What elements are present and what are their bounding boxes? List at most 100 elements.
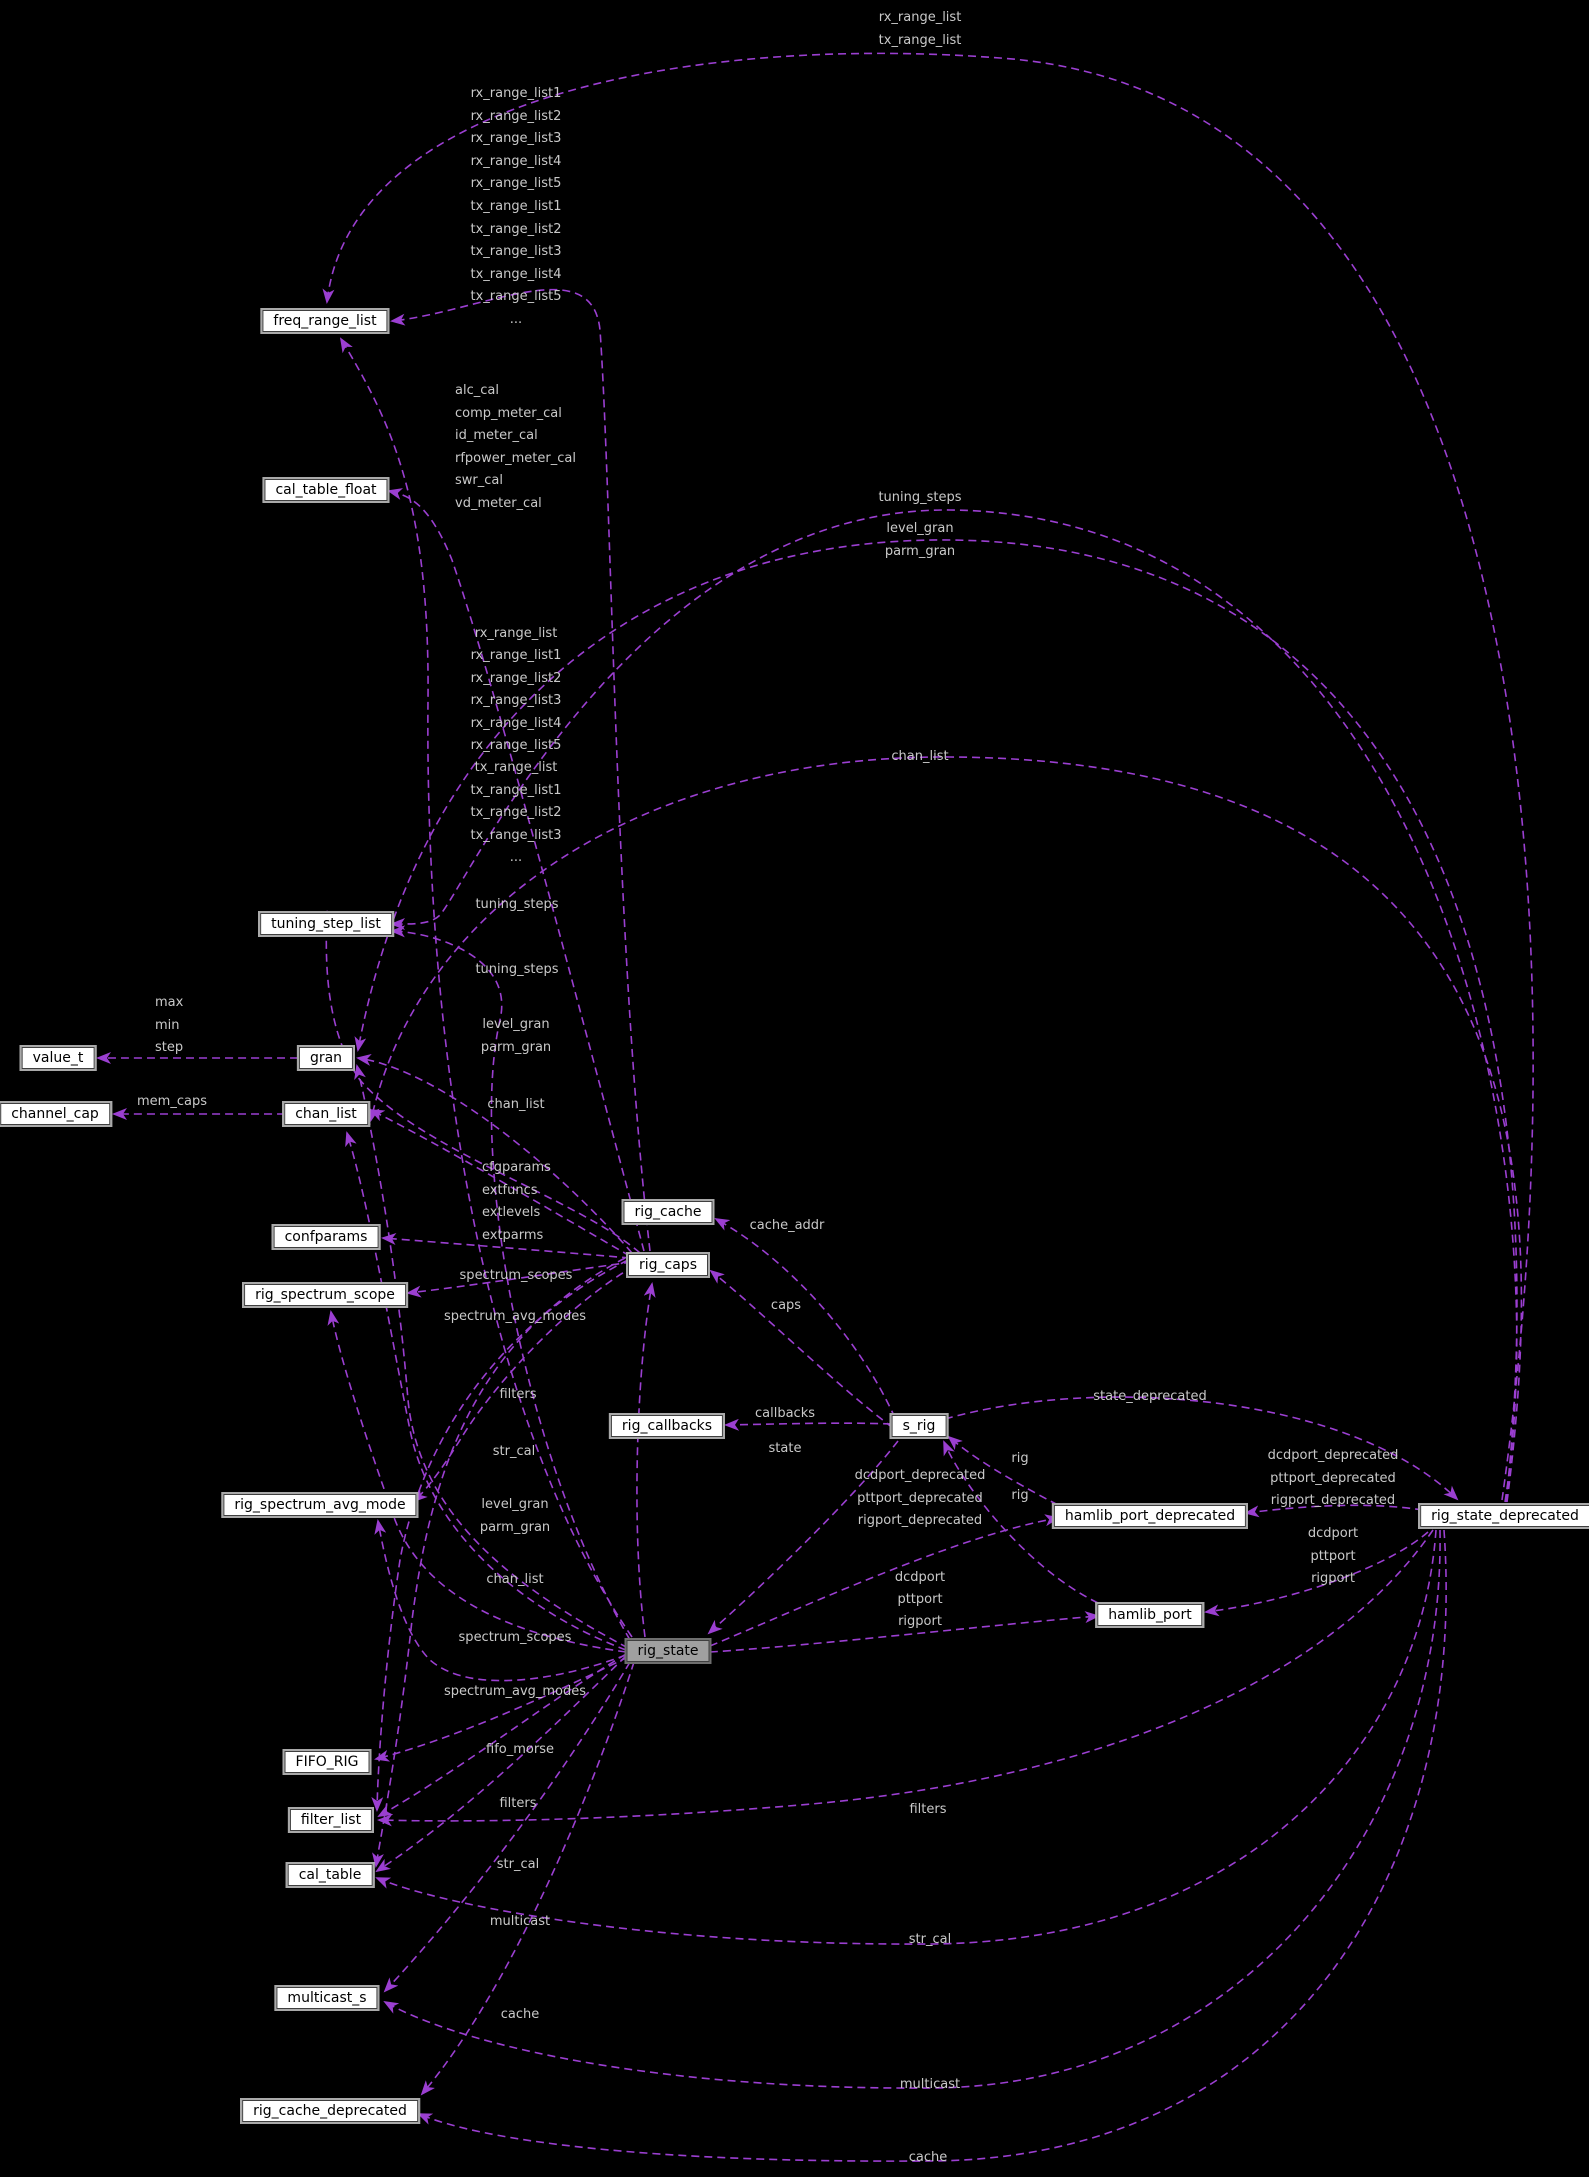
edge-label-multicast-state: multicast <box>489 1913 551 1929</box>
node-freq-range-list[interactable]: freq_range_list <box>260 308 390 334</box>
edge-rig-state-deprecated-to-rig-cache-deprecated <box>417 1529 1447 2162</box>
edge-label-filters-state: filters <box>499 1795 537 1811</box>
edge-rig-state-deprecated-to-hamlib-port <box>1204 1531 1429 1617</box>
node-fifo-rig[interactable]: FIFO_RIG <box>282 1749 372 1775</box>
node-rig-state[interactable]: rig_state <box>624 1638 712 1664</box>
edge-label-gran-deprecated: level_gran parm_gran <box>884 521 956 559</box>
edge-label-tuning-steps-caps: tuning_steps <box>475 896 559 912</box>
node-rig-callbacks[interactable]: rig_callbacks <box>608 1413 726 1439</box>
edge-rig-caps-to-gran <box>356 1053 633 1254</box>
edge-rig-state-to-freq-range-list <box>339 337 633 1638</box>
edge-rig-state-deprecated-to-multicast-s <box>383 1529 1441 2089</box>
edge-rig-state-to-fifo-rig <box>374 1656 629 1762</box>
node-channel-cap[interactable]: channel_cap <box>0 1101 112 1127</box>
edge-label-ports-deprecated-right: dcdport_deprecated pttport_deprecated ri… <box>1267 1448 1399 1509</box>
edge-s-rig-to-rig-caps <box>709 1269 894 1429</box>
node-confparams[interactable]: confparams <box>271 1224 381 1250</box>
node-s-rig[interactable]: s_rig <box>889 1413 949 1439</box>
edge-label-multicast-deprecated: multicast <box>899 2076 961 2092</box>
edge-hamlib-port-deprecated-to-s-rig <box>947 1435 1059 1506</box>
edge-label-rig-b: rig <box>1011 1487 1029 1503</box>
edge-rig-state-to-chan-list <box>345 1131 627 1651</box>
edge-label-spectrum-avg-modes-caps: spectrum_avg_modes <box>443 1308 587 1324</box>
node-tuning-step-list[interactable]: tuning_step_list <box>258 911 394 937</box>
edge-label-confparams-members: cfgparams extfuncs extlevels extparms <box>482 1160 551 1243</box>
edge-label-callbacks: callbacks <box>754 1405 816 1421</box>
edge-label-filters-caps: filters <box>499 1386 537 1402</box>
edge-label-state-deprecated: state_deprecated <box>1093 1388 1207 1404</box>
edge-rig-caps-to-freq-range-list <box>390 288 651 1252</box>
edge-label-spectrum-avg-modes-state: spectrum_avg_modes <box>443 1683 587 1699</box>
edge-rig-state-to-hamlib-port <box>709 1611 1100 1653</box>
edge-label-gran-state: level_gran parm_gran <box>479 1497 551 1535</box>
edge-rig-state-to-rig-caps <box>636 1282 656 1638</box>
edge-label-chan-list-deprecated: chan_list <box>891 748 949 764</box>
node-value-t[interactable]: value_t <box>19 1045 97 1071</box>
edge-rig-state-deprecated-to-cal-table <box>375 1529 1437 1945</box>
node-rig-cache-deprecated[interactable]: rig_cache_deprecated <box>240 2098 420 2124</box>
edge-label-tuning-steps-state: tuning_steps <box>475 961 559 977</box>
edge-s-rig-to-rig-state-deprecated <box>944 1396 1459 1501</box>
edge-label-cache-state: cache <box>500 2006 540 2022</box>
node-multicast-s[interactable]: multicast_s <box>274 1985 380 2011</box>
edge-rig-caps-to-tuning-step-list <box>320 910 641 1254</box>
edge-rig-state-to-filter-list <box>377 1653 627 1817</box>
edge-label-state: state <box>768 1440 802 1456</box>
node-rig-cache[interactable]: rig_cache <box>621 1199 715 1225</box>
edge-label-caps: caps <box>770 1297 802 1313</box>
edge-rig-state-to-multicast-s <box>383 1661 631 1993</box>
edge-rig-state-to-cal-table <box>375 1655 627 1873</box>
edge-rig-state-deprecated-to-tuning-step-list <box>390 509 1518 1503</box>
edge-rig-state-to-rig-spectrum-scope <box>327 1310 627 1653</box>
edge-label-cache-deprecated: cache <box>908 2149 948 2165</box>
edge-label-state-range-lists: rx_range_list rx_range_list1 rx_range_li… <box>470 626 562 866</box>
edge-label-spectrum-scopes-caps: spectrum_scopes <box>459 1267 573 1283</box>
node-chan-list[interactable]: chan_list <box>282 1101 370 1127</box>
edge-rig-state-to-rig-spectrum-avg-mode <box>374 1519 627 1682</box>
edge-label-str-cal-deprecated: str_cal <box>908 1931 952 1947</box>
node-hamlib-port-deprecated[interactable]: hamlib_port_deprecated <box>1051 1503 1249 1529</box>
edge-rig-state-deprecated-to-hamlib-port-deprecated <box>1244 1504 1424 1518</box>
edge-label-caps-range-lists: rx_range_list1 rx_range_list2 rx_range_l… <box>470 86 562 327</box>
edge-label-mem-caps: mem_caps <box>137 1093 207 1109</box>
edge-rig-caps-to-rig-spectrum-scope <box>406 1261 633 1298</box>
node-rig-state-deprecated[interactable]: rig_state_deprecated <box>1418 1503 1589 1529</box>
node-gran[interactable]: gran <box>296 1045 356 1071</box>
edge-label-value-members: max min step <box>155 995 184 1055</box>
edge-label-cal-table-float-members: alc_cal comp_meter_cal id_meter_cal rfpo… <box>455 383 576 511</box>
edge-hamlib-port-to-s-rig <box>943 1440 1099 1604</box>
node-rig-spectrum-avg-mode[interactable]: rig_spectrum_avg_mode <box>221 1492 419 1518</box>
edge-label-rx-tx-range-list: rx_range_list tx_range_list <box>878 10 962 48</box>
node-hamlib-port[interactable]: hamlib_port <box>1095 1602 1205 1628</box>
edge-rig-state-deprecated-to-freq-range-list <box>322 52 1534 1501</box>
edge-rig-state-deprecated-to-chan-list <box>367 756 1523 1503</box>
node-rig-spectrum-scope[interactable]: rig_spectrum_scope <box>242 1282 408 1308</box>
edge-s-rig-to-rig-state <box>707 1440 899 1635</box>
edge-label-spectrum-scopes-state: spectrum_scopes <box>458 1629 572 1645</box>
edge-label-chan-list-caps: chan_list <box>487 1096 545 1112</box>
node-cal-table-float[interactable]: cal_table_float <box>262 477 390 503</box>
edge-label-gran-caps: level_gran parm_gran <box>480 1017 552 1055</box>
edge-rig-state-to-rig-cache-deprecated <box>420 1661 635 2096</box>
edge-s-rig-to-rig-callbacks <box>724 1418 892 1431</box>
edge-s-rig-to-rig-cache <box>714 1218 896 1419</box>
edge-label-str-cal-caps: str_cal <box>492 1443 536 1459</box>
edge-label-filters-deprecated: filters <box>909 1801 947 1817</box>
edge-rig-caps-to-rig-spectrum-avg-mode <box>412 1265 635 1503</box>
edge-rig-caps-to-cal-table-float <box>387 488 645 1252</box>
node-rig-caps[interactable]: rig_caps <box>626 1252 710 1278</box>
node-filter-list[interactable]: filter_list <box>287 1807 375 1833</box>
edge-label-ports-right: dcdport pttport rigport <box>1307 1526 1359 1586</box>
edge-rig-state-to-hamlib-port-deprecated <box>709 1514 1060 1647</box>
edge-rig-caps-to-cal-table <box>372 1257 626 1868</box>
edge-rig-caps-to-confparams <box>381 1233 631 1259</box>
edge-rig-state-deprecated-to-filter-list <box>377 1529 1434 1827</box>
edge-rig-state-to-gran <box>354 1064 629 1649</box>
edge-rig-caps-to-filter-list <box>371 1259 629 1812</box>
node-cal-table[interactable]: cal_table <box>285 1862 375 1888</box>
edge-label-ports-mid: dcdport pttport rigport <box>894 1570 946 1629</box>
edge-label-fifo-morse: fifo_morse <box>486 1741 554 1757</box>
edge-label-tuning-steps-deprecated: tuning_steps <box>878 489 962 505</box>
